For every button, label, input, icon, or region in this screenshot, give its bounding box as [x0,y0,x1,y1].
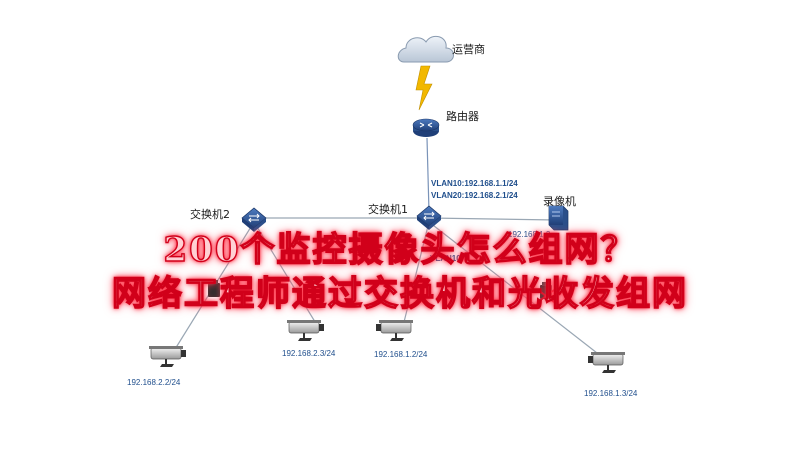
transceiver-icon [208,280,220,297]
link-switch2-cam-b [253,221,321,331]
switch1-label: 交换机1 [368,203,408,216]
link-switch1-cam-d [428,221,607,361]
lightning-icon [415,65,433,111]
camera-icon [149,346,186,367]
isp-label: 运营商 [452,43,485,56]
link-switch1-nvr [428,217,557,221]
camera-ip-label: 192.168.2.3/24 [282,349,336,358]
nvr-label: 录像机 [543,195,576,208]
switch2-label: 交换机2 [190,208,230,221]
router-icon [412,118,440,137]
camera-icon [376,320,413,341]
camera-ip-label: 192.168.1.3/24 [584,389,638,398]
switch1-icon [416,205,442,230]
router-label: 路由器 [446,110,479,123]
camera-icon [287,320,324,341]
link-switch1-cam-c [401,221,430,331]
switch2-icon [241,207,267,232]
vlan10-gateway: VLAN10:192.168.1.1/24 [431,179,518,188]
nvr-ip-label: 192.168.1.2 [508,230,551,239]
vlan20-gateway: VLAN20:192.168.2.1/24 [431,191,518,200]
nvr-icon [548,205,569,231]
link-router-switch1 [426,137,430,213]
overlay-title-line1: 200个监控摄像头怎么组网？ [163,229,637,270]
vlan-port-label: VLAN10 [430,254,461,263]
camera-icon [588,352,625,373]
overlay-title-line2: 网络工程师通过交换机和光收发组网 [111,273,688,314]
camera-ip-label: 192.168.2.2/24 [127,378,181,387]
links [171,137,607,361]
cloud-icon [397,35,454,63]
camera-ip-label: 192.168.1.2/24 [374,350,428,359]
transceiver-icon [537,282,555,303]
